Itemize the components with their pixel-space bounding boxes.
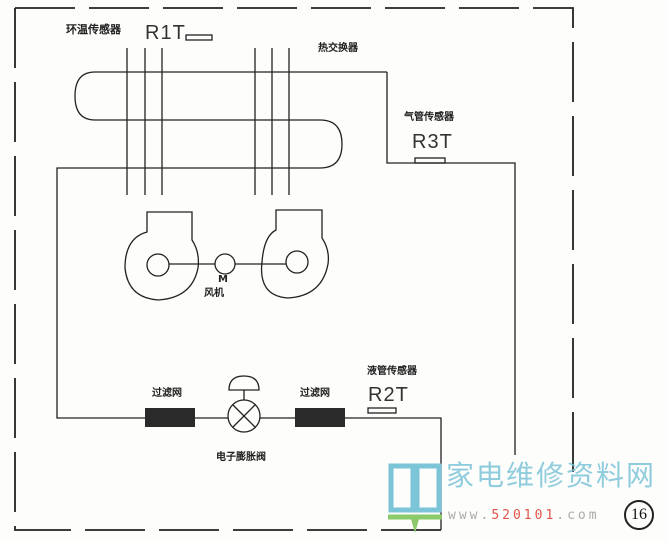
page-number: 16 [624,500,654,530]
filter-right-label: 过滤网 [300,388,330,399]
heat-exchanger-coil [56,71,442,530]
r2t-sensor-icon [367,407,397,414]
liquid-pipe-sensor-label: 液管传感器 [367,366,417,377]
gas-pipe [386,72,516,455]
fins [126,48,290,195]
expansion-valve-icon [227,375,261,433]
r1t-label: R1T [145,22,186,44]
r2t-label: R2T [368,384,409,406]
gas-pipe-sensor-label: 气管传感器 [404,112,454,123]
fan-right [260,209,330,299]
watermark-title: 家电维修资料网 [446,459,657,492]
motor-icon [214,253,236,275]
r1t-sensor-icon [185,34,213,41]
r3t-sensor-icon [414,157,446,164]
watermark-logo [388,463,442,534]
fan-label: 风机 [204,288,224,299]
expansion-valve-label: 电子膨胀阀 [216,452,266,463]
ambient-sensor-label: 环温传感器 [66,23,121,36]
filter-left-icon [145,408,195,427]
watermark-url: www.520101.com [448,508,600,523]
frame-border [14,7,574,531]
motor-label: M [218,274,228,285]
filter-left-label: 过滤网 [152,388,182,399]
filter-right-icon [295,408,345,427]
r3t-label: R3T [412,131,453,153]
heat-exchanger-label: 热交换器 [318,43,358,54]
fan-left [124,211,200,301]
